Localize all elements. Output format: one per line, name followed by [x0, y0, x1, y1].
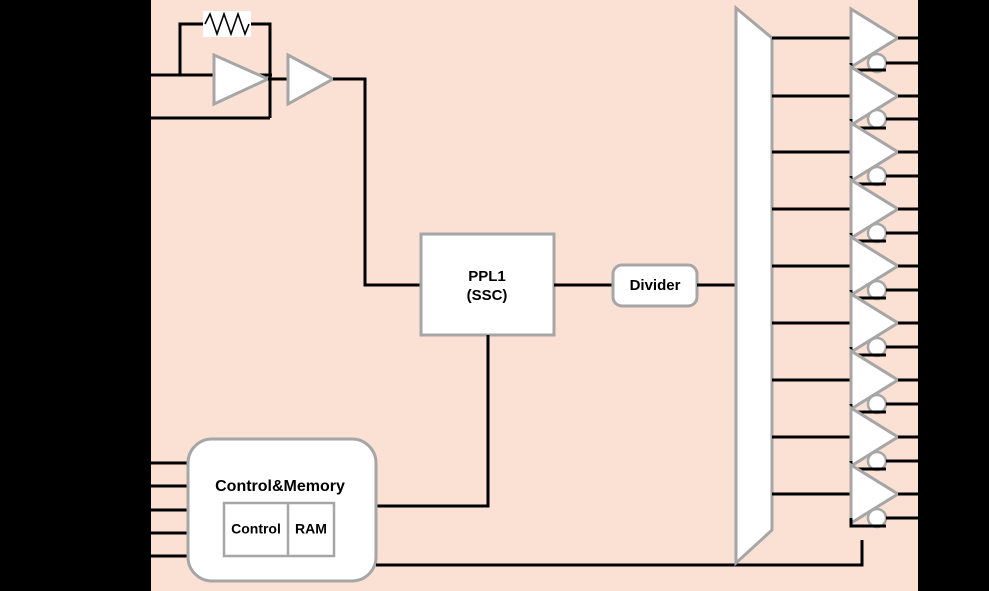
control-subblock-label: Control: [231, 521, 281, 537]
pll1-label-line2: (SSC): [467, 287, 508, 304]
buffer-3-invert-bubble: [866, 222, 888, 244]
differential-output-buffer-6: [772, 348, 989, 415]
control-ram-group-box: [222, 501, 336, 558]
differential-output-buffer-7: [772, 405, 989, 472]
divider-label: Divider: [630, 277, 681, 294]
feedback-wire-right: [248, 22, 272, 118]
control-memory-label: Control&Memory: [215, 478, 345, 495]
buffer-2-invert-bubble: [866, 165, 888, 187]
oscillator-amplifier-1: [212, 52, 272, 107]
buffer-6-invert-bubble: [866, 393, 888, 415]
buffer-8-invert-feed: [849, 518, 886, 528]
pll1-ssc-block: PPL1 (SSC): [419, 232, 556, 337]
buffer-4-invert-bubble: [866, 279, 888, 301]
ram-subblock-label: RAM: [295, 521, 327, 537]
buffer-0-triangle: [849, 6, 901, 70]
pll1-label-line1: PPL1: [468, 268, 506, 285]
oscillator-amplifier-1-triangle: [212, 52, 272, 107]
oscillator-feedback-wires: [178, 22, 272, 118]
oscillator-amplifier-2-triangle: [286, 52, 337, 107]
buffer-5-invert-bubble: [866, 336, 888, 358]
pll-to-control-wire: [376, 335, 490, 508]
output-buffer-bank: [772, 6, 989, 529]
differential-output-buffer-8: [772, 462, 989, 529]
buffer-8-invert-bubble: [866, 507, 888, 529]
buffer-1-invert-bubble: [866, 108, 888, 130]
oscillator-amplifier-2: [286, 52, 337, 107]
differential-output-buffer-0: [772, 6, 989, 74]
control-memory-block: Control&Memory Control RAM: [186, 437, 378, 583]
differential-output-buffer-4: [772, 234, 989, 301]
buffer-7-invert-bubble: [866, 450, 888, 472]
differential-output-buffer-1: [772, 64, 989, 130]
clock-distribution-mux: [734, 4, 774, 567]
amp2-to-pll-wire: [333, 77, 421, 287]
control-to-outputs-bus: [376, 540, 864, 567]
feedback-resistor: [203, 11, 251, 37]
pll1-ssc-box: [419, 232, 556, 337]
divider-block: Divider: [611, 263, 699, 308]
feedback-resistor-zigzag: [204, 11, 250, 37]
differential-output-buffer-3: [772, 177, 989, 244]
clock-distribution-shape: [734, 4, 774, 567]
feedback-wire-left: [178, 22, 206, 75]
